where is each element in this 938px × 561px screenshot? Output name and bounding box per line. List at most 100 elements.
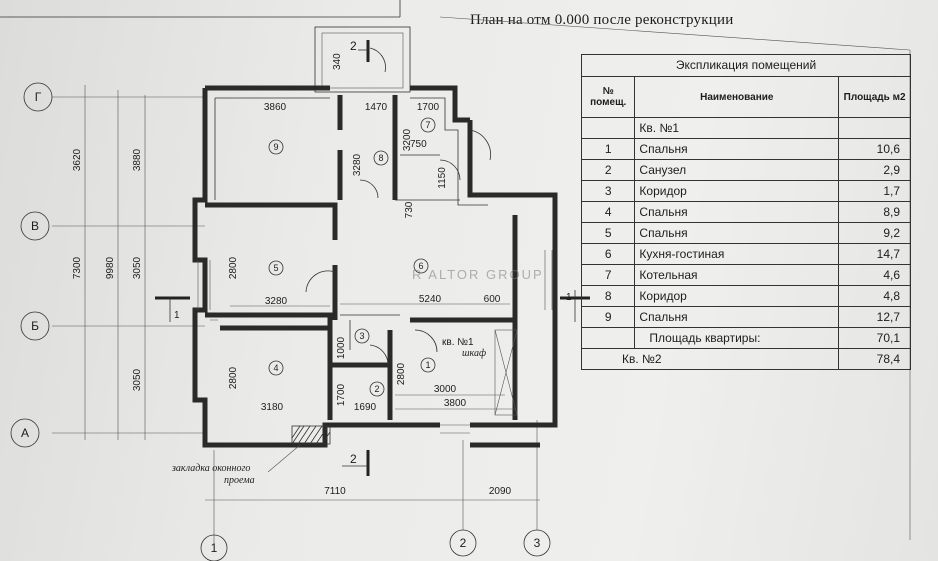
entrance-door-arc	[369, 47, 386, 73]
door-arc-room8	[359, 179, 379, 199]
header-no: № помещ.	[580, 76, 636, 118]
room-number-2: 2	[369, 381, 385, 397]
axis-bubble-b: Б	[20, 311, 50, 341]
dim-r7-w: 1700	[417, 102, 440, 113]
apt2-value: 78,4	[838, 348, 911, 370]
explication-table: Экспликация помещений № помещ. Наименова…	[580, 54, 911, 370]
section-mark-left: 1	[155, 296, 190, 322]
section-mark-bottom: 2	[342, 450, 370, 476]
dim-r2-h: 1700	[336, 383, 347, 406]
section-apt1: Кв. №1	[634, 117, 840, 139]
dim-3880: 3880	[132, 148, 143, 171]
svg-text:2: 2	[350, 39, 357, 53]
axis-bubble-v: В	[20, 211, 50, 241]
svg-text:7: 7	[425, 120, 430, 130]
svg-text:2: 2	[460, 536, 467, 550]
wall-corridor-room1	[387, 317, 515, 420]
total-no-cell	[580, 327, 636, 349]
table-row: 1 Спальня 10,6	[580, 138, 911, 160]
dim-750: 750	[410, 139, 427, 150]
door-arc-room3	[369, 344, 389, 366]
svg-text:2: 2	[374, 384, 379, 394]
dim-3050-upper: 3050	[132, 256, 143, 279]
svg-text:3: 3	[534, 536, 541, 550]
axis-bubble-1: 1	[200, 534, 228, 561]
apartment-label: кв. №1	[442, 337, 474, 348]
note-line-1: закладка оконного	[171, 463, 250, 474]
dim-r6-w: 5240	[419, 294, 442, 305]
dim-730: 730	[404, 201, 415, 218]
dim-r2-w: 1690	[354, 402, 377, 413]
dim-r1-h: 2800	[396, 362, 407, 385]
svg-text:1: 1	[425, 360, 430, 370]
outer-walls-inner	[214, 97, 488, 206]
dim-3050-lower: 3050	[132, 368, 143, 391]
porch-inner	[321, 32, 404, 89]
dim-2090: 2090	[489, 486, 512, 497]
table-row: 3 Коридор 1,7	[580, 180, 911, 202]
door-arc-side	[469, 129, 491, 161]
room-number-1: 1	[420, 357, 436, 373]
room-number-3: 3	[354, 328, 370, 344]
header-name: Наименование	[634, 76, 840, 118]
room-number-6: 6	[413, 258, 429, 274]
dim-r5-h: 2800	[228, 256, 239, 279]
table-row: 9 Спальня 12,7	[580, 306, 911, 328]
dim-r4-w: 3180	[261, 402, 284, 413]
door-arc-room7	[439, 159, 461, 181]
svg-text:1: 1	[174, 310, 180, 321]
table-row: 5 Спальня 9,2	[580, 222, 911, 244]
dim-7300: 7300	[72, 256, 83, 279]
dim-r1-w: 3000	[434, 384, 457, 395]
dim-r7-h: 3200	[402, 128, 413, 151]
section-no-cell	[580, 117, 636, 139]
dim-1150: 1150	[437, 167, 448, 189]
dim-600: 600	[484, 294, 501, 305]
axis-bubble-g: Г	[23, 82, 53, 112]
note-line-2: проема	[224, 475, 255, 486]
room-number-8: 8	[373, 150, 389, 166]
wall-room4-room2	[327, 330, 390, 420]
axis-bubble-3: 3	[523, 529, 551, 557]
room-number-4: 4	[268, 360, 284, 376]
room-number-5: 5	[268, 260, 284, 276]
svg-text:2: 2	[350, 452, 357, 466]
axis-bubble-a: А	[10, 418, 40, 448]
wall-room7-bottom	[395, 154, 460, 201]
note-leader	[267, 444, 301, 473]
window-infill-hatch	[291, 425, 331, 445]
svg-text:3: 3	[359, 331, 364, 341]
dim-3620: 3620	[72, 148, 83, 171]
closet-box	[494, 329, 518, 416]
dim-9980: 9980	[105, 256, 116, 279]
room-number-9: 9	[268, 139, 284, 155]
dim-r4-h: 2800	[228, 366, 239, 389]
svg-text:8: 8	[378, 153, 383, 163]
dim-r8-w: 1470	[365, 102, 388, 113]
svg-text:6: 6	[418, 261, 423, 271]
axis-bubble-2: 2	[449, 529, 477, 557]
room-number-7: 7	[420, 117, 436, 133]
svg-text:В: В	[31, 219, 39, 233]
total-value: 70,1	[838, 327, 911, 349]
svg-text:9: 9	[273, 142, 278, 152]
svg-text:Г: Г	[35, 90, 42, 104]
dim-340: 340	[332, 53, 343, 70]
svg-text:А: А	[21, 426, 29, 440]
dim-r1-w2: 3800	[444, 398, 467, 409]
svg-text:5: 5	[273, 263, 278, 273]
explication-caption: Экспликация помещений	[581, 54, 911, 77]
dim-r3-h: 1000	[336, 336, 347, 359]
wall-corridor3	[340, 314, 400, 350]
table-row: 8 Коридор 4,8	[580, 285, 911, 307]
svg-text:Б: Б	[31, 319, 39, 333]
dim-r8-h: 3280	[352, 153, 363, 176]
watermark: R ALTOR GROUP	[412, 267, 544, 282]
header-area: Площадь м2	[838, 76, 911, 118]
section-mark-top: 2	[350, 39, 370, 62]
window-left	[197, 260, 218, 321]
table-row: 2 Санузел 2,9	[580, 159, 911, 181]
svg-text:4: 4	[273, 363, 278, 373]
door-arc-room1	[414, 329, 438, 353]
